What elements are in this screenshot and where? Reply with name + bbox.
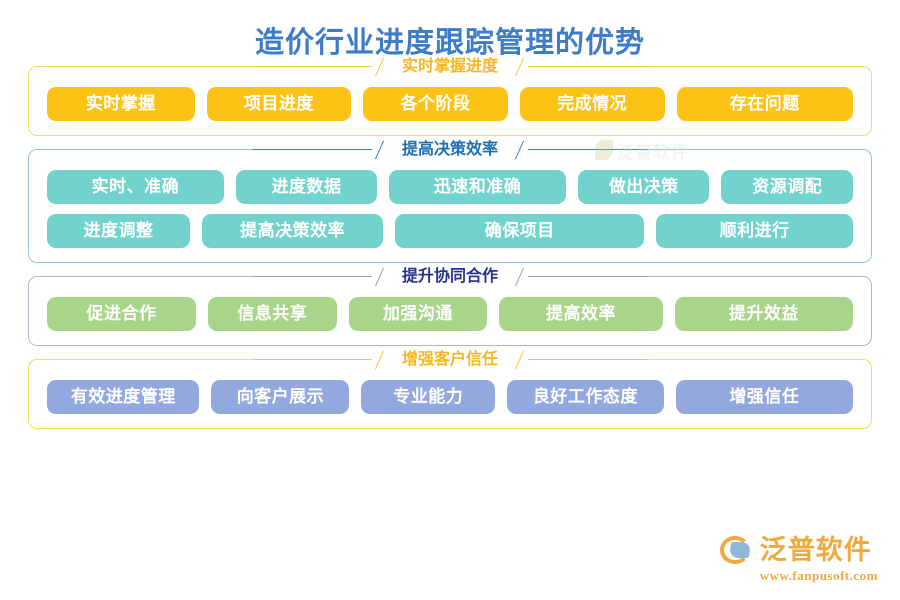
section-customer-trust: 增强客户信任有效进度管理向客户展示专业能力良好工作态度增强信任 bbox=[28, 347, 872, 429]
slash-icon bbox=[512, 138, 528, 161]
chip[interactable]: 迅速和准确 bbox=[389, 169, 566, 204]
chip-row: 促进合作信息共享加强沟通提高效率提升效益 bbox=[47, 296, 854, 331]
chip[interactable]: 专业能力 bbox=[361, 379, 496, 414]
slash-icon bbox=[371, 138, 388, 161]
section-title: 提高决策效率 bbox=[387, 137, 512, 162]
brand-url: www.fanpusoft.com bbox=[759, 568, 878, 583]
chip[interactable]: 进度数据 bbox=[235, 169, 378, 204]
chip-row: 有效进度管理向客户展示专业能力良好工作态度增强信任 bbox=[47, 379, 853, 414]
chip-row: 实时、准确进度数据迅速和准确做出决策资源调配 bbox=[47, 169, 853, 204]
chip[interactable]: 项目进度 bbox=[206, 86, 352, 121]
chip[interactable]: 完成情况 bbox=[519, 86, 665, 121]
slash-icon bbox=[512, 348, 528, 371]
chip-row: 进度调整提高决策效率确保项目顺利进行 bbox=[47, 213, 853, 248]
chip[interactable]: 确保项目 bbox=[395, 213, 645, 248]
chip[interactable]: 顺利进行 bbox=[656, 213, 853, 248]
chip[interactable]: 实时掌握 bbox=[47, 86, 195, 121]
section-header: 提升协同合作 bbox=[29, 264, 871, 289]
slash-icon bbox=[371, 265, 388, 288]
brand-logo: 泛普软件 www.fanpusoft.com bbox=[719, 534, 878, 584]
header-decoration-left bbox=[251, 138, 388, 162]
section-header: 增强客户信任 bbox=[29, 347, 871, 372]
chip[interactable]: 有效进度管理 bbox=[47, 379, 200, 414]
chip[interactable]: 促进合作 bbox=[47, 296, 196, 331]
section-realtime-progress: 实时掌握进度实时掌握项目进度各个阶段完成情况存在问题 bbox=[28, 54, 872, 136]
sections-container: 实时掌握进度实时掌握项目进度各个阶段完成情况存在问题提高决策效率实时、准确进度数… bbox=[0, 54, 900, 429]
page-title: 造价行业进度跟踪管理的优势 bbox=[254, 27, 645, 59]
chip-row: 实时掌握项目进度各个阶段完成情况存在问题 bbox=[47, 86, 853, 121]
chip[interactable]: 信息共享 bbox=[207, 296, 337, 331]
section-title: 提升协同合作 bbox=[387, 264, 512, 289]
header-decoration-left bbox=[251, 348, 388, 372]
chip[interactable]: 向客户展示 bbox=[211, 379, 350, 414]
chip[interactable]: 存在问题 bbox=[676, 86, 853, 121]
chip[interactable]: 良好工作态度 bbox=[507, 379, 664, 414]
chip[interactable]: 实时、准确 bbox=[47, 169, 224, 204]
chip[interactable]: 加强沟通 bbox=[348, 296, 488, 331]
section-decision-efficiency: 提高决策效率实时、准确进度数据迅速和准确做出决策资源调配进度调整提高决策效率确保… bbox=[28, 137, 872, 263]
section-title: 增强客户信任 bbox=[387, 347, 512, 372]
chip[interactable]: 增强信任 bbox=[675, 379, 853, 414]
chip[interactable]: 各个阶段 bbox=[363, 86, 508, 121]
fanpu-logo-icon bbox=[719, 535, 754, 565]
chip[interactable]: 提高效率 bbox=[499, 296, 663, 331]
header-decoration-left bbox=[251, 265, 388, 289]
chip[interactable]: 做出决策 bbox=[577, 169, 710, 204]
brand-name: 泛普软件 bbox=[759, 534, 872, 565]
chip[interactable]: 进度调整 bbox=[47, 213, 190, 248]
chip[interactable]: 提高决策效率 bbox=[201, 213, 384, 248]
header-decoration-right bbox=[512, 265, 648, 289]
header-decoration-right bbox=[512, 348, 648, 372]
section-header: 提高决策效率 bbox=[29, 137, 871, 162]
header-decoration-right bbox=[512, 138, 648, 162]
chip[interactable]: 资源调配 bbox=[721, 169, 853, 204]
slash-icon bbox=[371, 348, 388, 371]
chip[interactable]: 提升效益 bbox=[674, 296, 854, 331]
slash-icon bbox=[512, 265, 528, 288]
section-collaboration: 提升协同合作促进合作信息共享加强沟通提高效率提升效益 bbox=[28, 264, 872, 346]
brand-row: 泛普软件 bbox=[719, 534, 872, 565]
